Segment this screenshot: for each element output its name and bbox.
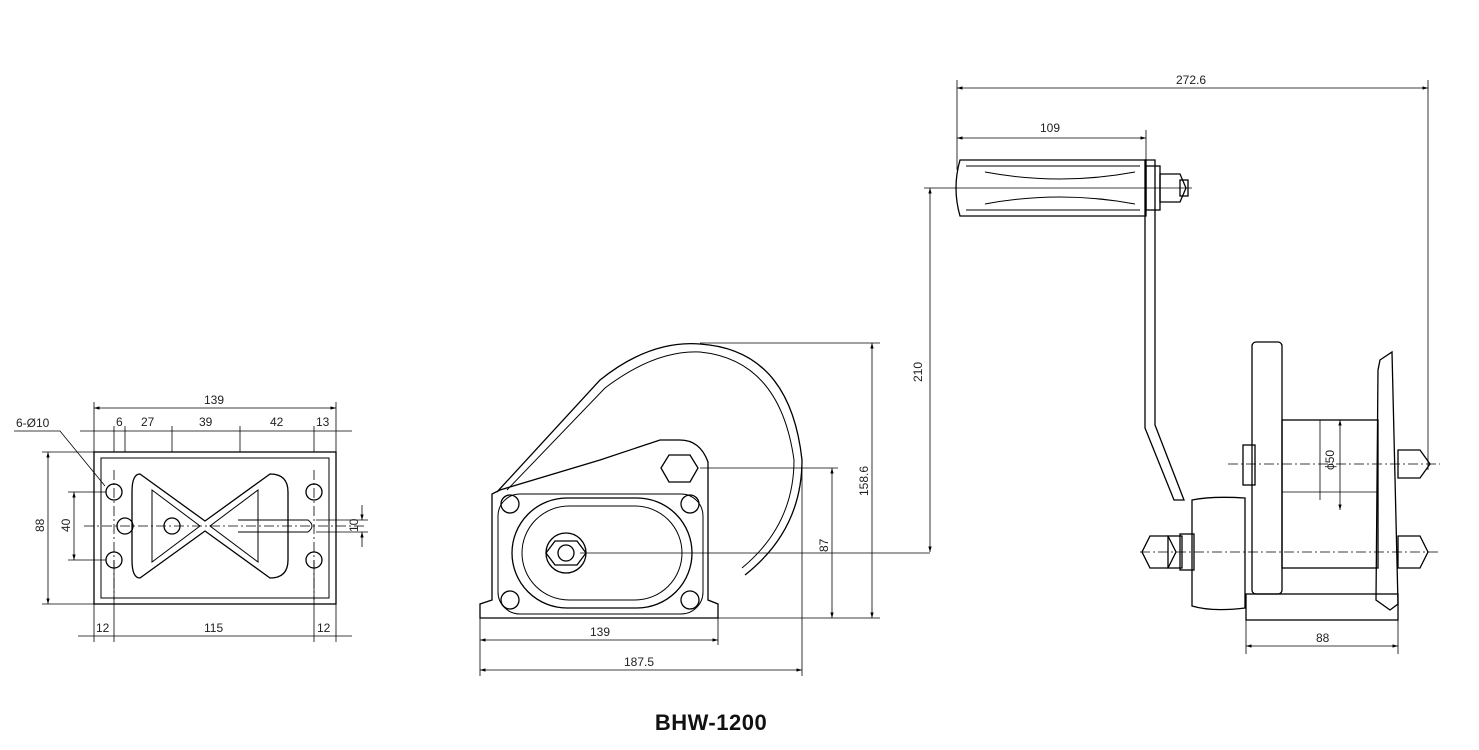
side-handle-dim: 109	[1040, 121, 1060, 135]
dim-13: 13	[316, 415, 330, 429]
right-flange	[1375, 350, 1399, 611]
side-base-dim: 88	[1316, 631, 1330, 645]
base-plate-outline	[93, 451, 337, 605]
hole-note-label: 6-Ø10	[16, 416, 50, 430]
crank-arm	[1144, 159, 1185, 501]
handle-grip	[955, 159, 1147, 217]
front-axis-height-dim: 87	[817, 538, 831, 552]
dim-27: 27	[141, 415, 155, 429]
side-overall-dim: 272.6	[1176, 73, 1206, 87]
drum-guard	[496, 342, 803, 576]
gearbox-body	[1191, 496, 1246, 611]
front-base-dim: 139	[590, 625, 610, 639]
dim-42: 42	[270, 415, 284, 429]
dim-40: 40	[59, 518, 73, 532]
side-base	[1245, 593, 1399, 621]
base-width-dim: 139	[204, 393, 224, 407]
dim-39: 39	[199, 415, 213, 429]
dim-middle-115: 115	[204, 621, 223, 635]
front-overall-dim: 187.5	[624, 655, 654, 669]
base-height-dim: 88	[33, 518, 47, 532]
dim-10: 10	[347, 518, 361, 532]
base-plate-view	[14, 402, 368, 642]
front-view	[479, 342, 930, 676]
handle-nut	[1159, 173, 1187, 203]
dim-6: 6	[116, 415, 123, 429]
dim-right-12: 12	[317, 621, 331, 635]
gear-housing	[479, 439, 719, 619]
dim-left-12: 12	[96, 621, 110, 635]
side-view	[924, 80, 1440, 654]
left-flange	[1251, 341, 1283, 595]
housing-bolts	[500, 454, 700, 610]
model-title: BHW-1200	[654, 710, 768, 735]
bowtie-slot-outer	[131, 473, 289, 579]
front-height-dim: 158.6	[857, 466, 871, 496]
side-crank-dim: 210	[911, 362, 925, 382]
side-drum-dim: ϕ50	[1323, 450, 1337, 470]
drum	[1281, 419, 1379, 569]
